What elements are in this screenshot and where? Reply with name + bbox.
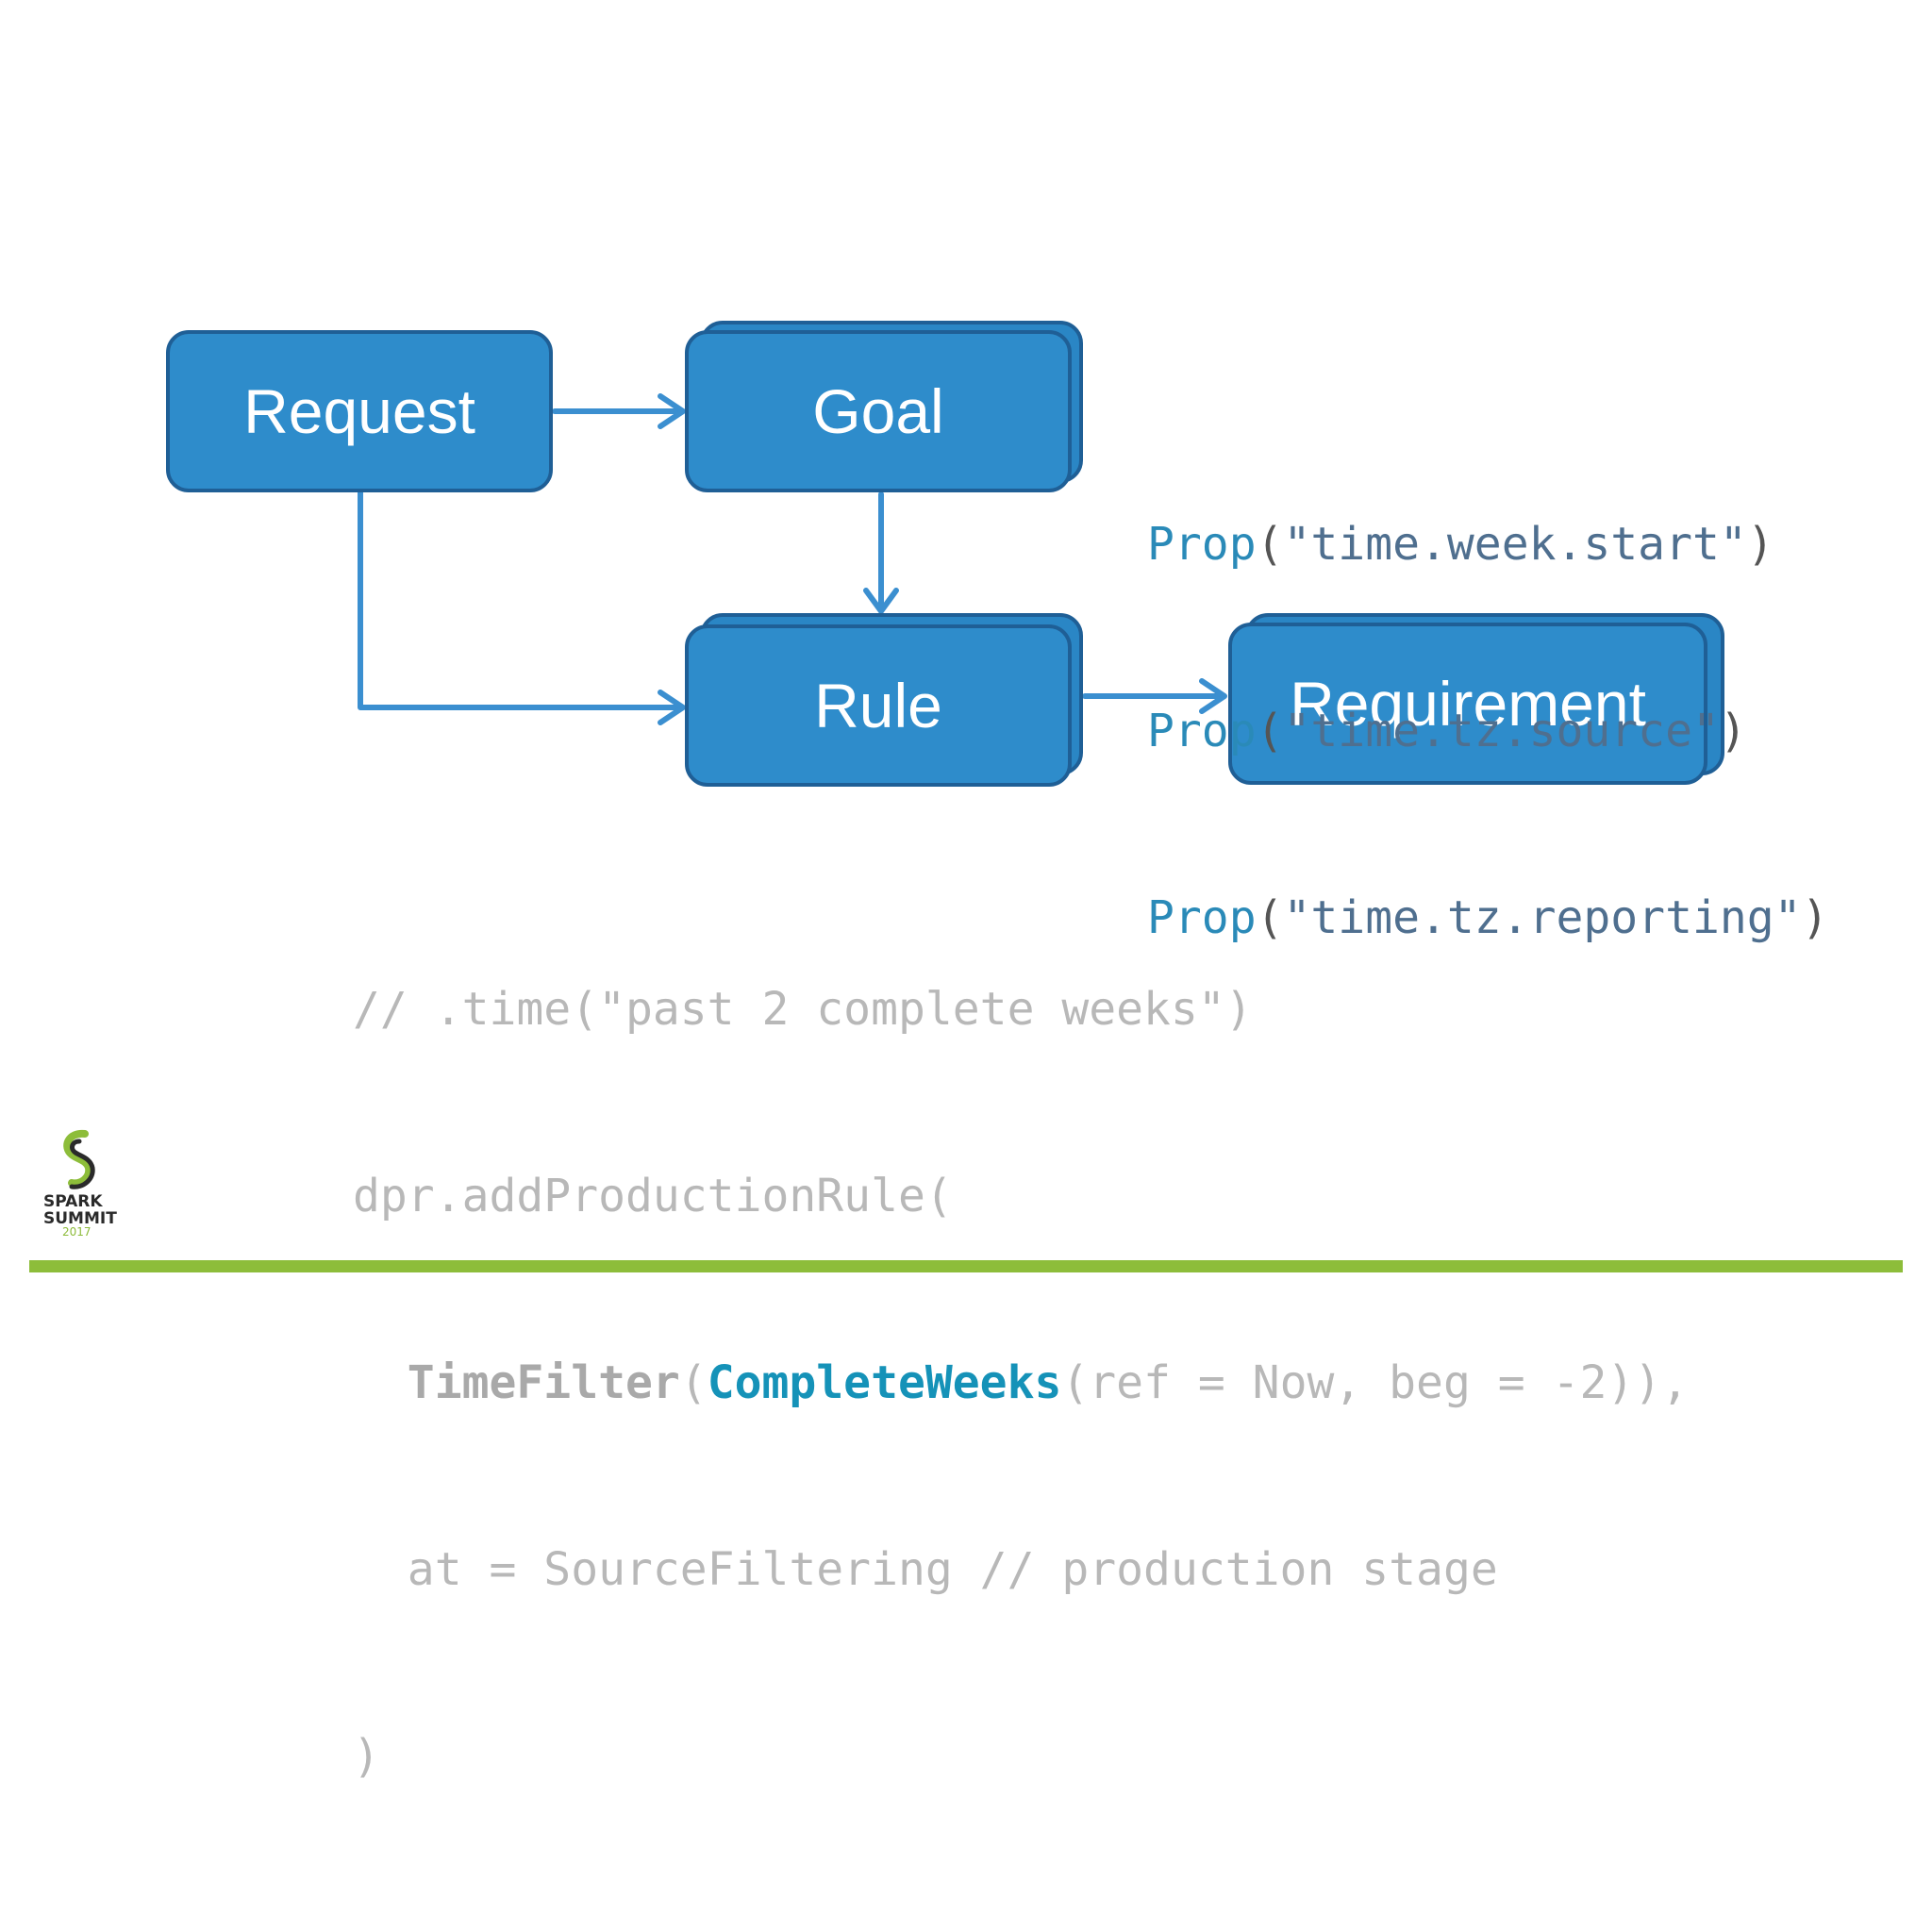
goal-label: Goal — [812, 376, 944, 446]
spark-summit-logo: SPARK SUMMIT 2017 — [43, 1128, 123, 1239]
code-call-line: dpr.addProductionRule( — [353, 1170, 953, 1222]
prop-fn: Prop — [1147, 891, 1257, 944]
rule-code-block: // .time("past 2 complete weeks") dpr.ad… — [353, 854, 1689, 1912]
rule-label: Rule — [814, 671, 942, 740]
requirement-label: Requirement — [1290, 669, 1646, 739]
code-stage-line: at = SourceFiltering // production stage — [353, 1543, 1498, 1596]
code-filter-line: TimeFilter(CompleteWeeks(ref = Now, beg … — [407, 1356, 1690, 1409]
requirement-node: Requirement — [1228, 623, 1707, 785]
prop-arg: "time.tz.reporting" — [1283, 891, 1802, 944]
goal-node: Goal — [685, 330, 1072, 492]
footer-accent-bar — [29, 1260, 1903, 1272]
prop-list: Prop("time.week.start") Prop("time.tz.so… — [1147, 389, 1828, 1073]
logo-text-summit: SUMMIT — [43, 1209, 117, 1228]
logo-year: 2017 — [62, 1225, 92, 1239]
request-label: Request — [243, 376, 475, 446]
slide: Request Goal Rule Requirement Prop("time… — [29, 321, 1903, 1783]
prop-fn: Prop — [1147, 518, 1257, 571]
spark-logo-icon — [63, 1129, 95, 1189]
prop-arg: "time.tz.source" — [1283, 705, 1720, 757]
arrow-request-to-rule — [358, 490, 684, 710]
prop-line: Prop("time.tz.source") — [1147, 705, 1747, 757]
prop-arg: "time.week.start" — [1283, 518, 1747, 571]
code-close-line: ) — [353, 1730, 380, 1783]
prop-fn: Prop — [1147, 705, 1257, 757]
prop-line: Prop("time.week.start") — [1147, 518, 1774, 571]
timefilter-token: TimeFilter — [407, 1356, 680, 1409]
logo-text-spark: SPARK — [43, 1192, 103, 1211]
prop-line: Prop("time.tz.reporting") — [1147, 891, 1829, 944]
diagram-arrows — [358, 393, 1227, 725]
completeweeks-token: CompleteWeeks — [707, 1356, 1062, 1409]
rule-node: Rule — [685, 624, 1072, 787]
request-node: Request — [166, 330, 553, 492]
code-comment-line: // .time("past 2 complete weeks") — [353, 983, 1253, 1036]
